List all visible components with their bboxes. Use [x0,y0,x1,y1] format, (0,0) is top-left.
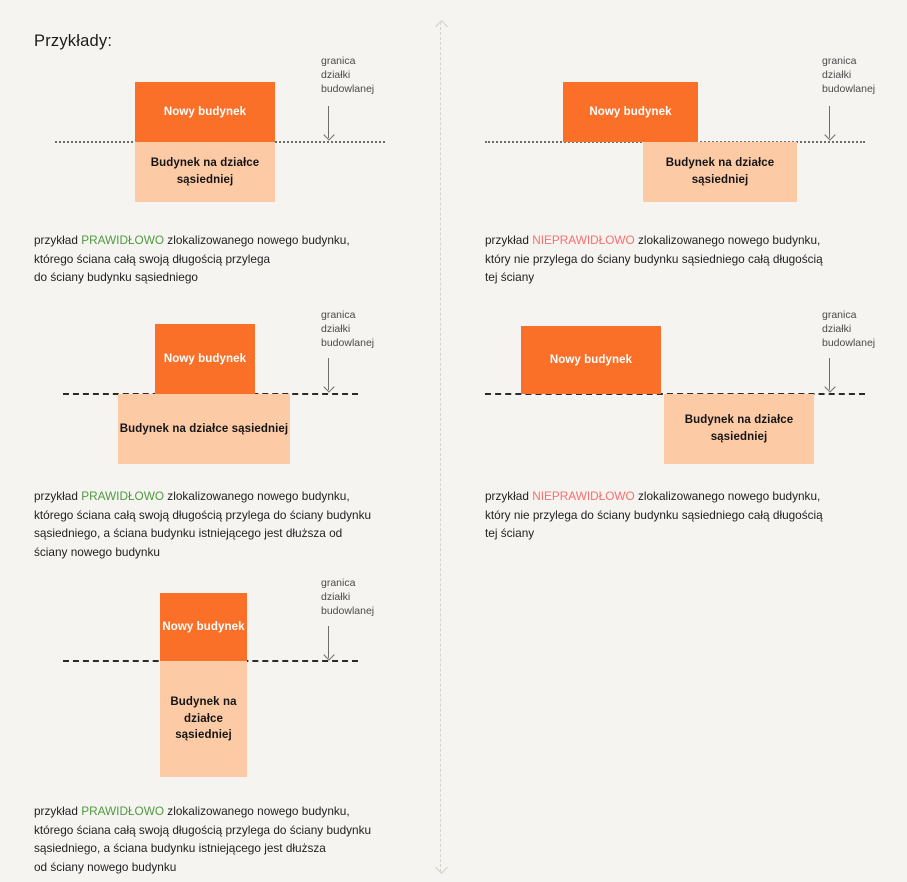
caption-line1-tail: zlokalizowanego nowego budynku, [164,804,350,818]
neighbour-building-block: Budynek na działce sąsiedniej [118,394,290,464]
example-left-3: Nowy budynek Budynek na działce sąsiedni… [0,565,440,882]
caption-prefix: przykład [34,804,82,818]
neighbour-building-label: Budynek na działce sąsiedniej [150,157,260,186]
boundary-pointer-arrow-icon [829,106,830,138]
caption-prefix: przykład [485,233,533,247]
diagram-left-2: Nowy budynek Budynek na działce sąsiedni… [0,300,440,475]
new-building-label: Nowy budynek [163,352,247,365]
example-right-2: Nowy budynek Budynek na działce sąsiedni… [467,300,907,565]
verdict-badge-incorrect: NIEPRAWIDŁOWO [532,233,635,247]
column-divider [435,20,448,874]
boundary-note-label: granica działki budowlanej [822,309,876,349]
neighbour-building-label: Budynek na działce sąsiedniej [684,414,794,443]
new-building-label: Nowy budynek [589,105,672,118]
new-building-block: Nowy budynek [135,82,275,142]
boundary-note-label: granica działki budowlanej [321,309,375,349]
verdict-badge-correct: PRAWIDŁOWO [81,233,165,247]
boundary-note-label: granica działki budowlanej [321,577,375,617]
caption-prefix: przykład [485,489,533,503]
caption-left-3: przykład PRAWIDŁOWO zlokalizowanego nowe… [34,802,434,877]
caption-prefix: przykład [34,233,82,247]
neighbour-building-label: Budynek na działce sąsiedniej [665,157,775,186]
new-building-label: Nowy budynek [163,105,247,118]
boundary-pointer-arrow-icon [328,626,329,658]
neighbour-building-block: Budynek na działce sąsiedniej [135,142,275,202]
boundary-note-label: granica działki budowlanej [321,55,375,95]
caption-line2: którego ściana całą swoją długością przy… [34,251,271,266]
neighbour-building-block: Budynek na działce sąsiedniej [160,661,247,777]
new-building-label: Nowy budynek [162,620,245,633]
caption-line2: którego ściana całą swoją długością przy… [34,822,372,837]
diagram-left-1: Nowy budynek Budynek na działce sąsiedni… [0,0,440,210]
caption-right-2: przykład NIEPRAWIDŁOWO zlokalizowanego n… [485,487,895,543]
boundary-pointer-arrow-icon [328,106,329,138]
caption-line2: którego ściana całą swoją długością przy… [34,507,372,522]
new-building-block: Nowy budynek [563,82,698,142]
caption-right-1: przykład NIEPRAWIDŁOWO zlokalizowanego n… [485,231,895,287]
neighbour-building-block: Budynek na działce sąsiedniej [643,142,797,202]
caption-line3: tej ściany [485,270,535,285]
caption-prefix: przykład [34,489,82,503]
page-title: Przykłady: [34,32,113,50]
diagram-left-3: Nowy budynek Budynek na działce sąsiedni… [0,565,440,790]
boundary-note-label: granica działki budowlanej [822,55,876,95]
caption-line2: który nie przylega do ściany budynku sąs… [485,507,823,522]
verdict-badge-incorrect: NIEPRAWIDŁOWO [532,489,635,503]
caption-line3: tej ściany [485,526,535,541]
new-building-block: Nowy budynek [521,326,661,394]
caption-left-1: przykład PRAWIDŁOWO zlokalizowanego nowe… [34,231,434,287]
example-left-2: Nowy budynek Budynek na działce sąsiedni… [0,300,440,565]
caption-line3: do ściany budynku sąsiedniego [34,270,198,285]
caption-line4: ściany nowego budynku [34,544,160,559]
new-building-block: Nowy budynek [155,324,255,394]
caption-line1-tail: zlokalizowanego nowego budynku, [634,233,821,247]
neighbour-building-label: Budynek na działce sąsiedniej [119,422,289,435]
caption-line1-tail: zlokalizowanego nowego budynku, [634,489,821,503]
diagram-right-2: Nowy budynek Budynek na działce sąsiedni… [467,300,907,475]
boundary-pointer-arrow-icon [328,358,329,390]
neighbour-building-label: Budynek na działce sąsiedniej [170,695,237,742]
caption-line4: od ściany nowego budynku [34,859,177,874]
caption-line1-tail: zlokalizowanego nowego budynku, [164,233,350,247]
verdict-badge-correct: PRAWIDŁOWO [81,489,165,503]
verdict-badge-correct: PRAWIDŁOWO [81,804,165,818]
diagram-right-1: Nowy budynek Budynek na działce sąsiedni… [467,0,907,210]
neighbour-building-block: Budynek na działce sąsiedniej [664,394,814,464]
example-left-1: Nowy budynek Budynek na działce sąsiedni… [0,0,440,300]
new-building-label: Nowy budynek [549,353,633,366]
caption-line3: sąsiedniego, a ściana budynku istniejące… [34,841,326,856]
caption-left-2: przykład PRAWIDŁOWO zlokalizowanego nowe… [34,487,434,562]
example-right-1: Nowy budynek Budynek na działce sąsiedni… [467,0,907,300]
caption-line2: który nie przylega do ściany budynku sąs… [485,251,823,266]
boundary-pointer-arrow-icon [829,358,830,390]
new-building-block: Nowy budynek [160,593,247,661]
caption-line1-tail: zlokalizowanego nowego budynku, [164,489,350,503]
caption-line3: sąsiedniego, a ściana budynku istniejące… [34,526,343,541]
